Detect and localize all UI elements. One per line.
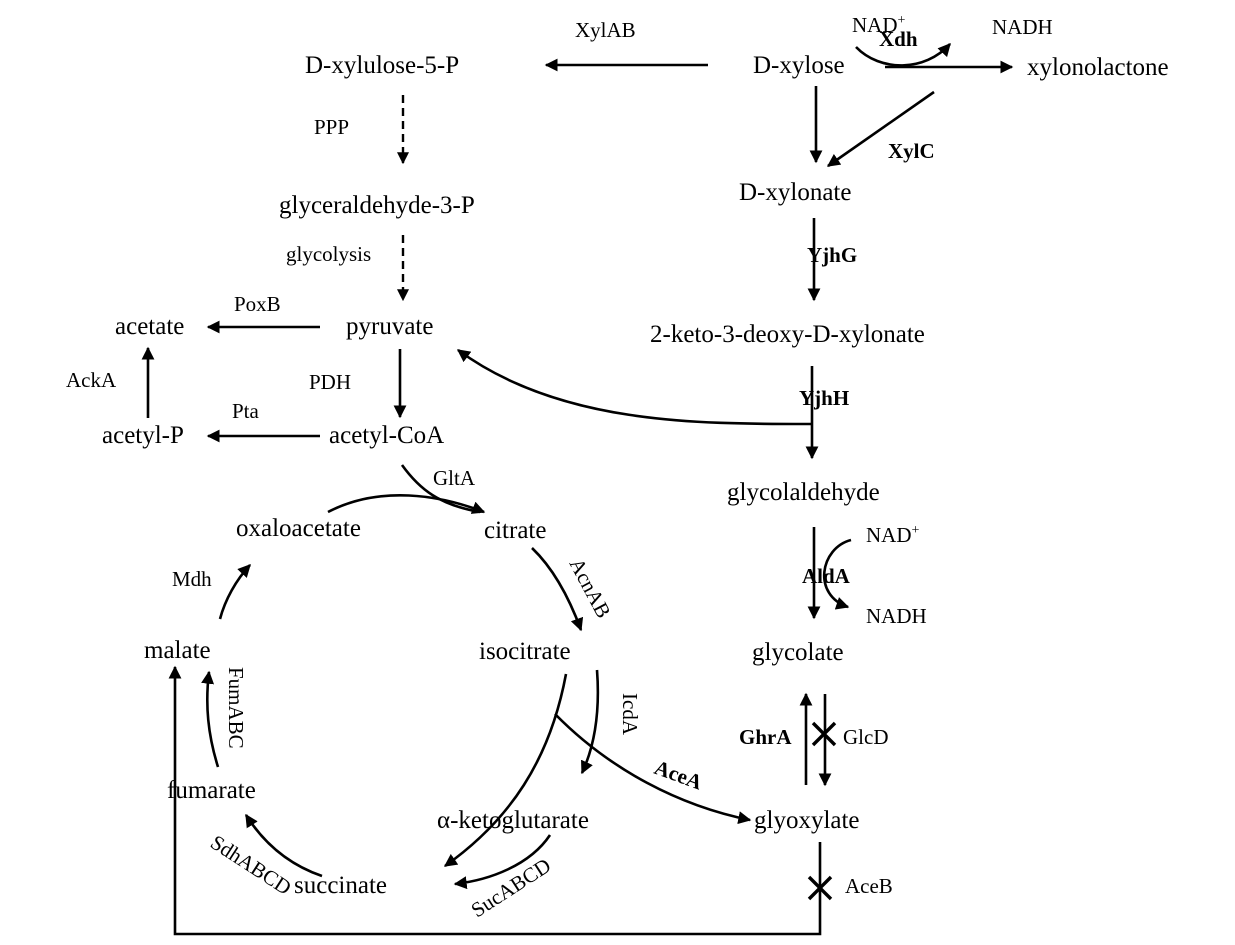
metabolite-glyceraldehyde-3p: glyceraldehyde-3-P xyxy=(279,192,475,219)
arrow-fumarate-to-malate xyxy=(201,670,220,768)
enzyme-ghra: GhrA xyxy=(739,725,792,749)
arrow-malate-to-oxaloacetate xyxy=(218,564,251,620)
enzyme-glcd: GlcD xyxy=(843,725,889,749)
metabolite-oxaloacetate: oxaloacetate xyxy=(236,515,361,542)
enzyme-xdh: Xdh xyxy=(879,27,918,51)
metabolite-alpha-ketoglutarate: α-ketoglutarate xyxy=(437,807,589,834)
arrow-xylonolactone-to-xylonate xyxy=(826,90,935,168)
arrow-isocitrate-to-akg xyxy=(580,669,600,775)
arrow-isocitrate-to-succinate xyxy=(443,673,568,868)
metabolite-glyoxylate: glyoxylate xyxy=(754,807,860,834)
metabolite-glycolaldehyde: glycolaldehyde xyxy=(727,479,880,506)
enzyme-yjhh: YjhH xyxy=(799,386,849,410)
enzyme-glycolysis: glycolysis xyxy=(286,242,371,266)
arrow-succinate-to-fumarate xyxy=(244,813,323,878)
arrow-akg-to-succinate xyxy=(453,834,552,890)
cofactor-nad-mid: NAD+ xyxy=(866,523,920,547)
enzyme-xylc: XylC xyxy=(888,139,935,163)
enzyme-pta: Pta xyxy=(232,399,260,423)
cofactor-nadh-mid: NADH xyxy=(866,604,927,628)
metabolite-d-xylulose-5p: D-xylulose-5-P xyxy=(305,52,459,79)
enzyme-fumabc: FumABC xyxy=(224,667,248,749)
enzyme-ppp: PPP xyxy=(314,115,349,139)
metabolite-d-xylonate: D-xylonate xyxy=(739,179,851,206)
cofactor-nadh-top: NADH xyxy=(992,15,1053,39)
arrow-alda-cofactor xyxy=(822,538,852,610)
metabolite-fumarate: fumarate xyxy=(167,777,256,804)
blocked-mark-glcd xyxy=(811,721,837,747)
metabolite-malate: malate xyxy=(144,637,211,664)
cofactor-nad-top: NAD+ xyxy=(852,13,906,37)
metabolite-acetyl-coa: acetyl-CoA xyxy=(329,422,444,449)
metabolite-2-keto-3-deoxy-d-xylonate: 2-keto-3-deoxy-D-xylonate xyxy=(650,321,925,348)
arrow-isocitrate-to-glyoxylate xyxy=(554,713,752,825)
metabolite-glycolate: glycolate xyxy=(752,639,844,666)
metabolite-xylonolactone: xylonolactone xyxy=(1027,54,1169,81)
enzyme-aceb: AceB xyxy=(845,874,893,898)
enzyme-sdhabcd: SdhABCD xyxy=(206,830,295,900)
metabolite-acetyl-p: acetyl-P xyxy=(102,422,184,449)
arrow-xdh-cofactor xyxy=(855,43,951,67)
enzyme-mdh: Mdh xyxy=(172,567,212,591)
enzyme-glta: GltA xyxy=(433,466,476,490)
arrow-kdx-to-pyruvate xyxy=(456,348,813,426)
enzyme-icda: IcdA xyxy=(618,693,642,736)
enzyme-poxb: PoxB xyxy=(234,292,281,316)
metabolite-d-xylose: D-xylose xyxy=(753,52,845,79)
enzyme-sucabcd: SucABCD xyxy=(467,853,555,922)
enzyme-acka: AckA xyxy=(66,368,117,392)
metabolite-succinate: succinate xyxy=(294,872,387,899)
metabolite-acetate: acetate xyxy=(115,313,184,340)
arrow-oxaloacetate-to-citrate xyxy=(327,494,486,514)
arrow-acetylcoa-into-glta xyxy=(400,464,481,514)
blocked-mark-aceb xyxy=(807,875,833,901)
metabolite-isocitrate: isocitrate xyxy=(479,638,571,665)
enzyme-yjhg: YjhG xyxy=(807,243,857,267)
metabolite-pyruvate: pyruvate xyxy=(346,313,433,340)
enzyme-acnab: AcnAB xyxy=(565,554,616,622)
arrow-citrate-to-isocitrate xyxy=(531,547,584,632)
enzyme-xylab: XylAB xyxy=(575,18,636,42)
enzyme-pdh: PDH xyxy=(309,370,351,394)
metabolite-citrate: citrate xyxy=(484,517,546,544)
